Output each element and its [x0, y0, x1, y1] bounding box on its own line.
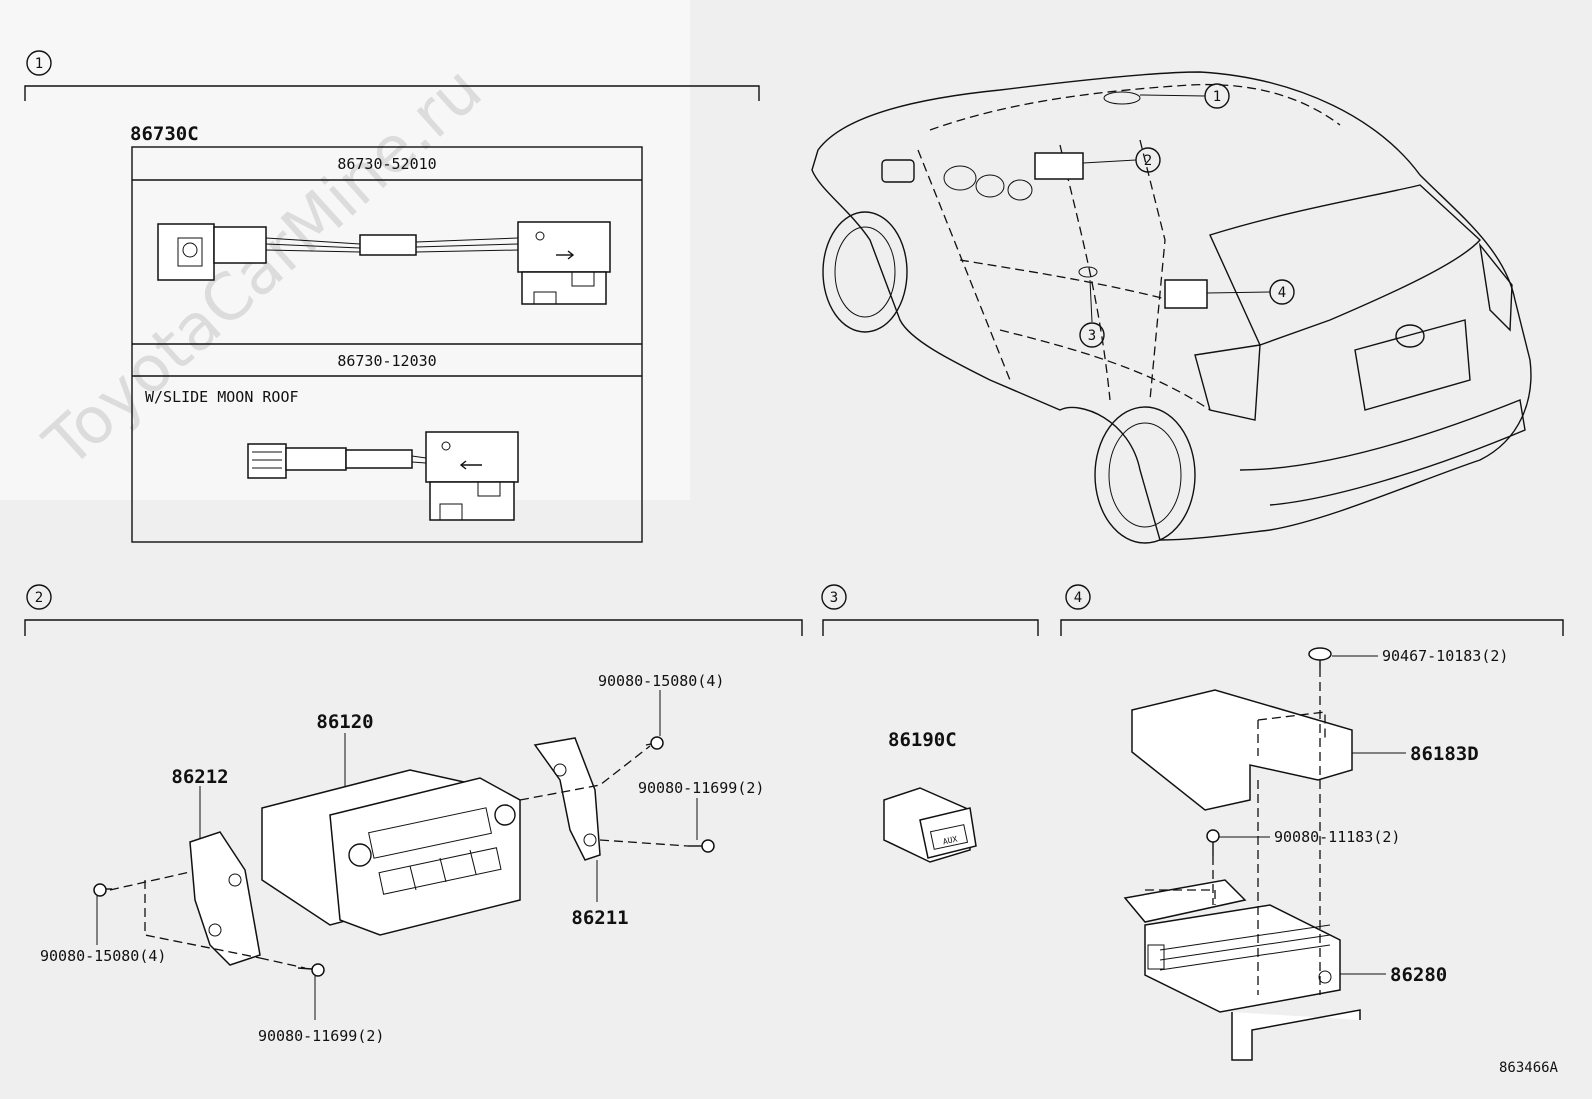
section-4-marker: 4 [1074, 590, 1082, 606]
label-bolt-right: 90080-11699(2) [638, 779, 764, 797]
tail-light-left [1194, 344, 1261, 421]
antenna-cord-harness-12030 [247, 431, 519, 521]
label-bolt-bottom: 90080-11699(2) [258, 1027, 384, 1045]
label-screw-left: 90080-15080(4) [40, 947, 166, 965]
section-4-bracket [1060, 619, 1564, 636]
aux-switch-location [1078, 266, 1098, 278]
rear-wheel [1094, 406, 1196, 544]
screw-90080-15080-right [645, 736, 664, 750]
rear-emblem [1395, 324, 1425, 348]
label-86211: 86211 [571, 907, 628, 929]
section-4: 4 90467-10183(2) 86183D 90080-11183(2) [1060, 584, 1564, 1061]
label-86183d: 86183D [1410, 743, 1479, 765]
section-3: 3 86190C AUX [821, 584, 1039, 863]
section-1-marker: 1 [35, 56, 43, 72]
bolt-90080-11699-right [688, 839, 715, 853]
label-86190c: 86190C [888, 729, 957, 751]
rear-bumper [1239, 399, 1526, 506]
screw-90080-15080-left [93, 883, 112, 897]
label-clip: 90467-10183(2) [1382, 647, 1508, 665]
section-3-marker: 3 [830, 590, 838, 606]
assembly-label-86730c: 86730C [130, 123, 199, 145]
stereo-amplifier [1123, 879, 1361, 1061]
section-3-bracket [822, 619, 1039, 636]
section-1-bracket [24, 85, 760, 101]
license-plate-recess [1354, 319, 1471, 411]
radio-receiver [261, 769, 521, 936]
diagram-id: 863466A [1499, 1060, 1559, 1076]
section-2-bracket [24, 619, 803, 636]
label-86212: 86212 [171, 766, 228, 788]
table-row-2-part-number: 86730-12030 [337, 352, 436, 370]
section-2-marker: 2 [35, 590, 43, 606]
amplifier-location [1164, 279, 1208, 309]
side-mirror [881, 159, 915, 183]
clip-90467-10183 [1308, 647, 1332, 668]
bolt-90080-11699-bottom [297, 963, 325, 977]
car-callout-3: 3 [1088, 328, 1096, 344]
right-bracket [533, 737, 601, 861]
left-bracket [189, 831, 261, 966]
label-86280: 86280 [1390, 964, 1447, 986]
section-2: 2 86120 86212 8 [24, 584, 803, 1045]
label-bolt-11183: 90080-11183(2) [1274, 828, 1400, 846]
amplifier-cover [1131, 689, 1353, 811]
section-4-marker-circle [1065, 584, 1091, 610]
label-86120: 86120 [316, 711, 373, 733]
vehicle-overview: 1 2 3 4 [811, 71, 1532, 544]
antenna-cord-harness-52010 [157, 221, 611, 305]
section-1: 1 86730C 86730-52010 86730-12030 W/SLIDE… [24, 50, 760, 543]
aux-switch: AUX [883, 787, 977, 863]
car-callout-2: 2 [1144, 153, 1152, 169]
radio-location [1034, 152, 1084, 180]
front-wheel [822, 211, 908, 333]
car-callout-1: 1 [1213, 89, 1221, 105]
section-1-marker-circle [26, 50, 52, 76]
roof-antenna-location [1103, 91, 1141, 105]
label-screw-top-right: 90080-15080(4) [598, 672, 724, 690]
section-2-marker-circle [26, 584, 52, 610]
car-callout-4: 4 [1278, 285, 1286, 301]
tail-light-right [1478, 242, 1513, 332]
car-body-outline [811, 71, 1532, 541]
aux-switch-face-label: AUX [942, 835, 958, 847]
bolt-90080-11183 [1206, 829, 1220, 856]
table-row-2-note: W/SLIDE MOON ROOF [145, 388, 299, 406]
section-3-marker-circle [821, 584, 847, 610]
rear-window [1209, 184, 1481, 346]
table-row-1-part-number: 86730-52010 [337, 155, 436, 173]
